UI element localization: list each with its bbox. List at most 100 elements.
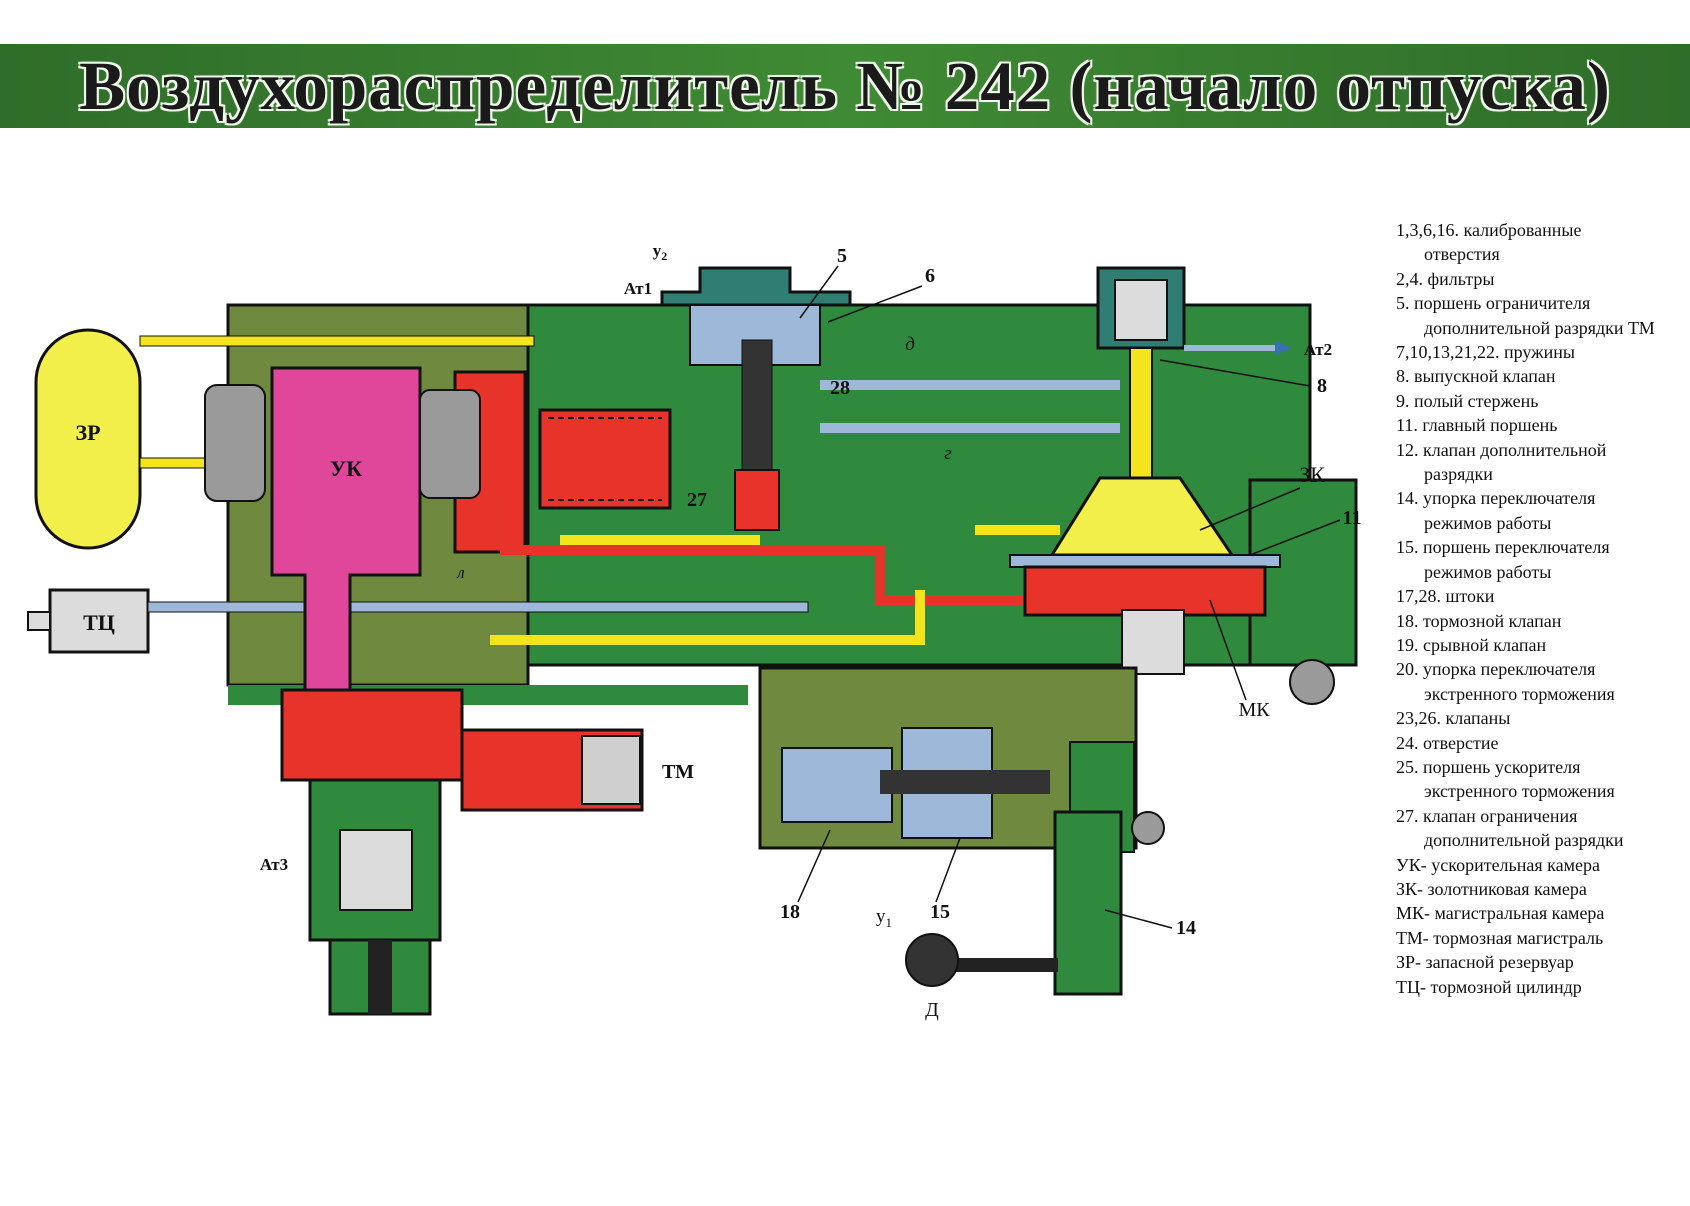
- legend-item-text: ТЦ- тормозной цилиндр: [1396, 976, 1582, 997]
- label-tc: ТЦ: [83, 610, 115, 635]
- leader-18: [797, 829, 831, 903]
- legend-item-text: 12. клапан дополнительной: [1396, 439, 1607, 460]
- zr-top-pipe: [139, 335, 535, 347]
- legend-item-text: 25. поршень ускорителя: [1396, 756, 1581, 777]
- tc-rod: [27, 611, 51, 631]
- label-y2: у2: [653, 241, 668, 263]
- legend-item-text: 17,28. штоки: [1396, 586, 1495, 607]
- tm-valve-housing: [280, 688, 464, 782]
- at3-stem: [368, 940, 392, 1014]
- legend-item-text: ЗК- золотниковая камера: [1396, 878, 1587, 899]
- legend-item-continuation: дополнительной разрядки ТМ: [1424, 317, 1655, 338]
- label-y1-main: у: [876, 906, 886, 927]
- label-d-channel: д: [905, 334, 915, 355]
- limiter-valve-27: [734, 469, 780, 531]
- legend-item-continuation: режимов работы: [1424, 512, 1552, 533]
- top-teal-cap: [660, 266, 852, 307]
- leader-6: [827, 285, 923, 323]
- leader-15: [935, 837, 961, 903]
- legend-item-continuation: режимов работы: [1424, 561, 1552, 582]
- yellow-channel-bottom: [490, 590, 925, 645]
- legend-item-text: 19. срывной клапан: [1396, 634, 1547, 655]
- spring-cylinder: [538, 408, 672, 510]
- legend-item-text: 14. упорка переключателя: [1396, 488, 1596, 509]
- label-at1: Ат1: [624, 279, 652, 298]
- legend-item: 15. поршень переключателя режимов работы: [1396, 535, 1686, 584]
- legend-item: 20. упорка переключателя экстренного торм…: [1396, 657, 1686, 706]
- legend-item: 8. выпускной клапан: [1396, 364, 1686, 388]
- legend-item: УК- ускорительная камера: [1396, 853, 1686, 877]
- legend-item: 18. тормозной клапан: [1396, 609, 1686, 633]
- label-zr: ЗР: [75, 420, 100, 445]
- legend-item: МК- магистральная камера: [1396, 901, 1686, 925]
- legend-item-continuation: отверстия: [1424, 244, 1500, 265]
- left-valve-block: [204, 384, 266, 502]
- legend-item: 23,26. клапаны: [1396, 706, 1686, 730]
- page-title: Воздухораспределитель № 242 (начало отпу…: [79, 48, 1611, 124]
- legend-item-text: 7,10,13,21,22. пружины: [1396, 342, 1575, 363]
- legend-item-text: 24. отверстие: [1396, 732, 1499, 753]
- handle-knob: [905, 933, 959, 987]
- callout-11: 11: [1343, 507, 1362, 529]
- gray-piston: [419, 389, 481, 499]
- label-y1: у1: [876, 906, 892, 930]
- callout-5: 5: [837, 245, 847, 267]
- legend-item: 14. упорка переключателя режимов работы: [1396, 486, 1686, 535]
- leader-5: [799, 265, 839, 319]
- callout-28: 28: [830, 377, 850, 399]
- legend-item-text: ЗР- запасной резервуар: [1396, 952, 1574, 973]
- legend-item: 25. поршень ускорителя экстренного тормож…: [1396, 755, 1686, 804]
- label-g-channel: г: [944, 443, 951, 464]
- label-zk: ЗК: [1299, 462, 1325, 487]
- legend-item-text: 8. выпускной клапан: [1396, 366, 1556, 387]
- exhaust-valve-spring: [1114, 279, 1168, 341]
- tc-pipe: [147, 601, 809, 613]
- callout-15: 15: [930, 901, 950, 923]
- legend-item-text: 11. главный поршень: [1396, 415, 1558, 436]
- legend-item-text: 20. упорка переключателя: [1396, 659, 1596, 680]
- label-tm: ТМ: [662, 761, 694, 783]
- label-at2: Ат2: [1304, 340, 1332, 359]
- label-y1-sub: 1: [886, 915, 893, 930]
- label-y2-sub: 2: [661, 249, 667, 263]
- legend-item: 5. поршень ограничителя дополнительной ра…: [1396, 291, 1686, 340]
- legend-item: ЗК- золотниковая камера: [1396, 877, 1686, 901]
- legend-item-continuation: разрядки: [1424, 464, 1493, 485]
- legend-item: ТЦ- тормозной цилиндр: [1396, 975, 1686, 999]
- callout-14: 14: [1176, 917, 1196, 939]
- legend-item-text: МК- магистральная камера: [1396, 903, 1605, 924]
- right-body-extension: [1248, 478, 1358, 667]
- title-banner: Воздухораспределитель № 242 (начало отпу…: [0, 44, 1690, 128]
- legend-item-text: 9. полый стержень: [1396, 390, 1539, 411]
- mk-chamber: [1023, 565, 1267, 617]
- callout-27: 27: [687, 489, 707, 511]
- legend-item: 11. главный поршень: [1396, 413, 1686, 437]
- legend-item-text: 2,4. фильтры: [1396, 268, 1495, 289]
- legend-item-text: УК- ускорительная камера: [1396, 854, 1600, 875]
- legend-item: 2,4. фильтры: [1396, 267, 1686, 291]
- at2-arrowhead: [1275, 341, 1292, 355]
- leader-11: [1249, 519, 1341, 556]
- legend-item-continuation: экстренного торможения: [1424, 781, 1615, 802]
- legend-item-text: 5. поршень ограничителя: [1396, 293, 1591, 314]
- legend-item-text: 15. поршень переключателя: [1396, 537, 1610, 558]
- label-l-channel: л: [456, 563, 464, 582]
- legend-item: 9. полый стержень: [1396, 389, 1686, 413]
- switch-nut: [1131, 811, 1165, 845]
- leader-mk: [1209, 599, 1247, 701]
- switch-lever-14: [1053, 810, 1123, 996]
- red-channel: [500, 545, 1060, 605]
- legend-item: 12. клапан дополнительной разрядки: [1396, 438, 1686, 487]
- mk-spring-block: [1121, 609, 1185, 675]
- legend-item-continuation: экстренного торможения: [1424, 683, 1615, 704]
- callout-8: 8: [1317, 375, 1327, 397]
- legend-item-text: ТМ- тормозная магистраль: [1396, 927, 1604, 948]
- label-y2-main: у: [653, 241, 662, 260]
- at3-spring: [339, 829, 413, 911]
- legend-item: ТМ- тормозная магистраль: [1396, 926, 1686, 950]
- main-piston-11: [1009, 554, 1281, 568]
- legend-item: 19. срывной клапан: [1396, 633, 1686, 657]
